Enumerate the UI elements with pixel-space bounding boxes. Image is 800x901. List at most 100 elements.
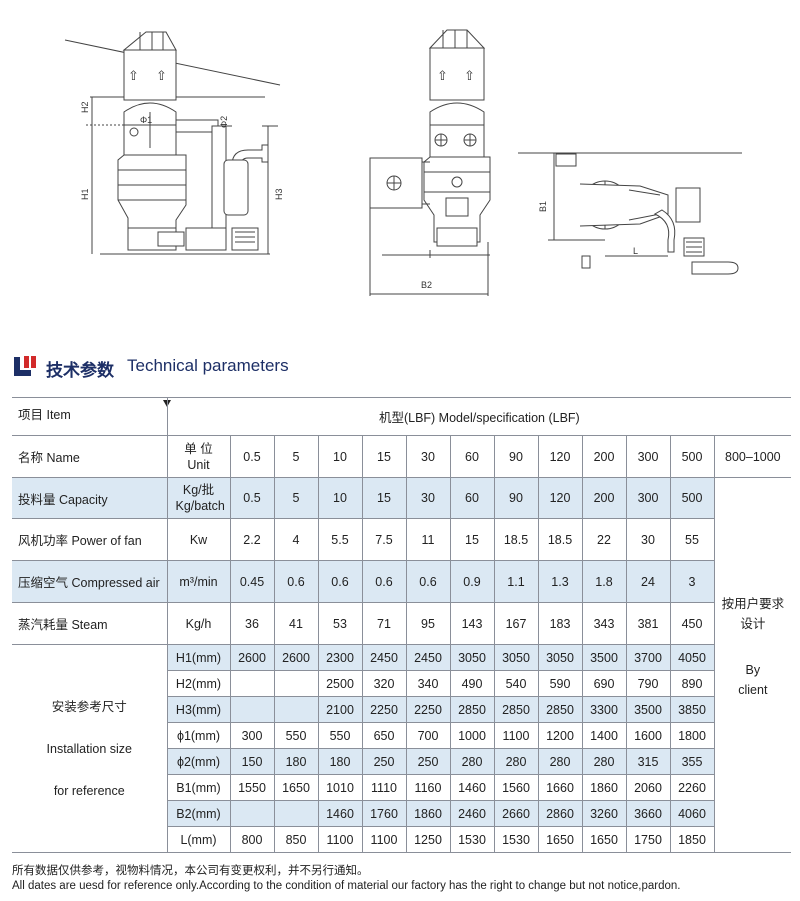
value-cell: 200 [581,477,627,519]
value-cell: 0.9 [449,560,495,603]
value-cell: 18.5 [493,518,539,561]
install-label-en-2: for reference [53,783,125,798]
value-cell: 850 [273,826,319,853]
footer-note-cn: 所有数据仅供参考，视物料情况，本公司有变更权利，并不另行通知。 [12,863,369,877]
value-cell: 250 [405,748,451,775]
value-cell: 5 [273,477,319,519]
row-unit: Kw [166,518,231,561]
footer-notes: 所有数据仅供参考，视物料情况，本公司有变更权利，并不另行通知。 All date… [12,862,680,892]
dim-label-phi1: Φ1 [140,115,152,125]
value-cell [229,696,275,723]
value-cell: 1800 [669,722,715,749]
value-cell: 1.8 [581,560,627,603]
item-header: 项目 Item [12,397,168,436]
value-cell: 790 [625,670,671,697]
model-cell: 300 [625,435,671,478]
value-cell: 280 [493,748,539,775]
dim-label-h1: H1 [80,188,90,200]
value-cell: 0.6 [317,560,363,603]
value-cell: 55 [669,518,715,561]
value-cell: 1010 [317,774,363,801]
table-row: ϕ2(mm) 150 180 180 250 250 280 280 280 2… [12,748,791,775]
value-cell: 1100 [493,722,539,749]
value-cell: 2260 [669,774,715,801]
value-cell: 2860 [537,800,583,827]
value-cell: 1100 [317,826,363,853]
value-cell: 2600 [273,644,319,671]
technical-parameters-table: 项目 Item 机型(LBF) Model/specification (LBF… [12,397,792,853]
section-header: 技术参数 Technical parameters [12,352,792,382]
value-cell: 3660 [625,800,671,827]
value-cell: 450 [669,602,715,645]
value-cell: 5.5 [317,518,363,561]
dim-unit: B1(mm) [166,774,231,801]
row-name: 压缩空气 Compressed air [12,560,168,603]
value-cell: 0.6 [273,560,319,603]
model-cell: 500 [669,435,715,478]
table-header-row: 项目 Item 机型(LBF) Model/specification (LBF… [12,397,792,436]
value-cell: 53 [317,602,363,645]
value-cell: 2.2 [229,518,275,561]
value-cell: 41 [273,602,319,645]
value-cell: 280 [537,748,583,775]
side-view-drawing [64,31,281,255]
value-cell: 15 [361,477,407,519]
value-cell: 690 [581,670,627,697]
value-cell: 2850 [537,696,583,723]
value-cell: 340 [405,670,451,697]
value-cell: 1400 [581,722,627,749]
value-cell: 1160 [405,774,451,801]
value-cell: 4060 [669,800,715,827]
value-cell: 1750 [625,826,671,853]
value-cell: 1.3 [537,560,583,603]
value-cell: 0.6 [405,560,451,603]
value-cell: 550 [273,722,319,749]
value-cell: 1530 [493,826,539,853]
model-cell: 60 [449,435,495,478]
table-row: ϕ1(mm) 300 550 550 650 700 1000 1100 120… [12,722,791,749]
value-cell: 2450 [405,644,451,671]
value-cell: 1000 [449,722,495,749]
dim-label-h2: H2 [80,101,90,113]
table-row: L(mm) 800 850 1100 1100 1250 1530 1530 1… [12,826,791,853]
model-cell: 30 [405,435,451,478]
value-cell: 2100 [317,696,363,723]
table-row: 风机功率 Power of fan Kw 2.2 4 5.5 7.5 11 15… [12,518,791,561]
value-cell: 2060 [625,774,671,801]
value-cell: 22 [581,518,627,561]
table-row: 蒸汽耗量 Steam Kg/h 36 41 53 71 95 143 167 1… [12,602,791,645]
value-cell [273,670,319,697]
value-cell: 590 [537,670,583,697]
value-cell: 1110 [361,774,407,801]
value-cell: 315 [625,748,671,775]
install-label-en-1: Installation size [46,741,132,756]
value-cell: 183 [537,602,583,645]
table-row: 投料量 Capacity Kg/批 Kg/batch 0.5 5 10 15 3… [12,477,792,853]
client-design-cell: 按用户要求 设计 By client [713,477,792,853]
value-cell [273,800,319,827]
client-note-cn-2: 设计 [740,617,766,631]
value-cell: 90 [493,477,539,519]
value-cell: 381 [625,602,671,645]
model-cell: 90 [493,435,539,478]
value-cell: 1250 [405,826,451,853]
value-cell: 3260 [581,800,627,827]
value-cell: 3700 [625,644,671,671]
value-cell: 1100 [361,826,407,853]
value-cell: 2450 [361,644,407,671]
install-label-cn: 安装参考尺寸 [51,699,127,714]
table-row: 安装参考尺寸 Installation size for reference H… [12,644,791,853]
dim-unit: L(mm) [166,826,231,853]
value-cell: 3850 [669,696,715,723]
row-name: 投料量 Capacity [12,477,168,519]
model-cell: 10 [317,435,363,478]
value-cell: 4 [273,518,319,561]
value-cell: 180 [317,748,363,775]
value-cell: 550 [317,722,363,749]
value-cell: 4050 [669,644,715,671]
dim-label-h3: H3 [274,188,284,200]
value-cell: 300 [625,477,671,519]
model-cell: 0.5 [229,435,275,478]
client-note-en-1: By [745,663,761,677]
arrow-up-icon: ⇧ [464,68,475,83]
